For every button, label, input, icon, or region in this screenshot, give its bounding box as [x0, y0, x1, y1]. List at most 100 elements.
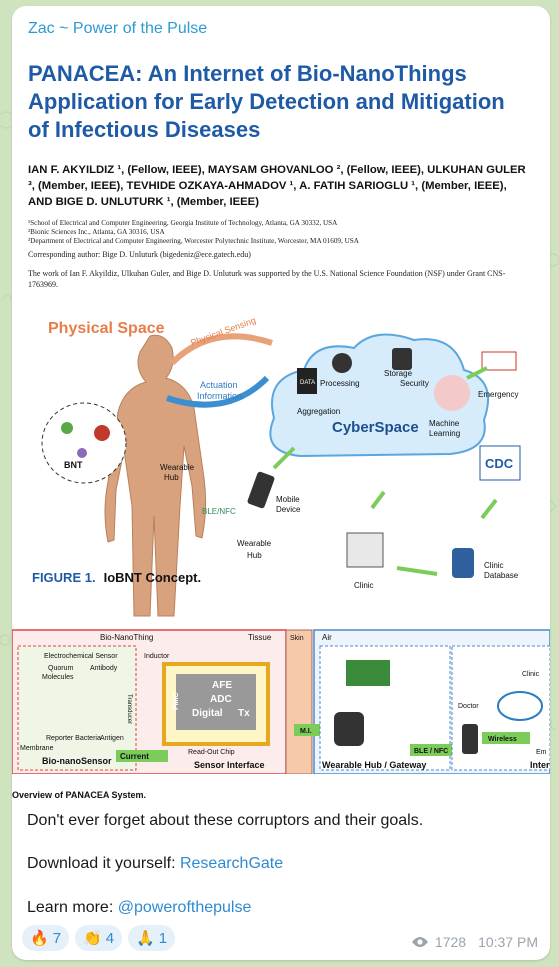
svg-text:Digital: Digital — [192, 708, 223, 719]
reactions-bar: 🔥 7 👏 4 🙏 1 — [22, 925, 176, 951]
view-count: 1728 — [434, 934, 467, 950]
clinic-icon — [346, 532, 384, 568]
paper-authors: IAN F. AKYILDIZ ¹, (Fellow, IEEE), MAYSA… — [28, 164, 526, 208]
svg-text:ADC: ADC — [210, 694, 232, 705]
svg-text:Database: Database — [484, 571, 519, 580]
svg-text:Bio-NanoThing: Bio-NanoThing — [100, 633, 153, 642]
svg-text:Current: Current — [120, 752, 149, 761]
reaction-clap[interactable]: 👏 4 — [75, 925, 123, 951]
processing-gears-icon — [332, 353, 352, 373]
reaction-count: 4 — [105, 929, 115, 947]
cdc-logo — [479, 445, 521, 481]
svg-text:Hub: Hub — [164, 473, 179, 482]
svg-text:Storage: Storage — [384, 369, 413, 378]
svg-text:Tx: Tx — [238, 708, 250, 719]
sensor-board-icon — [346, 660, 390, 686]
corresponding-author: Corresponding author: Bige D. Unluturk (… — [28, 250, 251, 259]
svg-text:Processing: Processing — [320, 379, 360, 388]
svg-text:Quorum: Quorum — [48, 665, 73, 672]
svg-text:BLE/NFC: BLE/NFC — [202, 507, 236, 516]
message-bubble[interactable]: Zac ~ Power of the Pulse PANACEA: An Int… — [12, 6, 550, 960]
svg-text:Skin: Skin — [290, 635, 304, 642]
cyber-space-cloud — [269, 333, 489, 458]
svg-text:Inter: Inter — [530, 760, 550, 770]
cloud-icon — [497, 691, 543, 721]
researchgate-link[interactable]: ResearchGate — [179, 855, 284, 872]
svg-text:Electrochemical Sensor: Electrochemical Sensor — [44, 653, 118, 660]
affiliation-2: ²Bionic Sciences Inc., Atlanta, GA 30316… — [28, 228, 165, 236]
svg-text:CyberSpace: CyberSpace — [332, 419, 419, 436]
figure1-caption: FIGURE 1.IoBNT Concept. — [32, 570, 202, 585]
svg-text:PMIC: PMIC — [173, 693, 180, 711]
svg-text:Sensor Interface: Sensor Interface — [194, 760, 265, 770]
svg-text:Molecules: Molecules — [42, 674, 74, 681]
svg-text:AFE: AFE — [212, 680, 232, 691]
affiliation-1: ¹School of Electrical and Computer Engin… — [28, 219, 338, 227]
svg-text:Device: Device — [276, 505, 301, 514]
affiliation-3: ³Department of Electrical and Computer E… — [28, 237, 359, 245]
svg-text:Mobile: Mobile — [276, 495, 300, 504]
svg-text:Aggregation: Aggregation — [297, 407, 340, 416]
bnt-zoom-circle — [41, 402, 127, 484]
message-text-line-1: Don't ever forget about these corruptors… — [27, 812, 424, 829]
physical-sensing-arrow — [169, 333, 273, 366]
svg-text:Antigen: Antigen — [100, 735, 124, 742]
svg-text:Hub: Hub — [247, 551, 262, 560]
fire-emoji-icon: 🔥 — [30, 930, 49, 947]
svg-text:Machine: Machine — [429, 419, 460, 428]
post-image[interactable]: PANACEA: An Internet of Bio-NanoThings A… — [12, 46, 550, 806]
storage-icon — [392, 348, 412, 370]
message-time: 10:37 PM — [478, 934, 538, 950]
svg-text:Wearable: Wearable — [237, 539, 272, 548]
figure-iobnt-concept: Physical Space Physical Sensing Actuatio… — [41, 315, 521, 617]
svg-text:Clinic: Clinic — [484, 561, 504, 570]
wearable-watch-icon — [334, 712, 364, 746]
svg-text:Learning: Learning — [429, 429, 460, 438]
machine-learning-icon — [434, 375, 470, 411]
svg-text:Security: Security — [400, 379, 429, 388]
svg-text:DATA: DATA — [300, 380, 315, 386]
message-text-line-3: Learn more: @powerofthepulse — [27, 899, 252, 916]
ambulance-icon — [481, 351, 517, 371]
clap-emoji-icon: 👏 — [83, 930, 102, 947]
svg-text:Information: Information — [197, 391, 242, 401]
svg-text:Clinic: Clinic — [354, 581, 374, 590]
svg-text:Air: Air — [322, 633, 332, 642]
svg-text:Transducer: Transducer — [126, 694, 132, 724]
svg-text:Tissue: Tissue — [248, 633, 272, 642]
message-text-line-2: Download it yourself: ResearchGate — [27, 855, 284, 872]
figure2-caption: Overview of PANACEA System. — [12, 790, 147, 800]
svg-text:Wearable: Wearable — [160, 463, 195, 472]
figure-panacea-overview: Bio-NanoThing Tissue Skin Air Electroche… — [12, 629, 550, 774]
svg-text:Membrane: Membrane — [20, 745, 54, 752]
funding-note: The work of Ian F. Akyildiz, Ulkuhan Gul… — [28, 269, 506, 289]
pray-emoji-icon: 🙏 — [136, 930, 155, 947]
reaction-fire[interactable]: 🔥 7 — [22, 925, 70, 951]
svg-text:Bio-nanoSensor: Bio-nanoSensor — [42, 756, 112, 766]
svg-text:Em: Em — [536, 749, 547, 756]
reaction-pray[interactable]: 🙏 1 — [128, 925, 176, 951]
actuation-arrow — [166, 375, 270, 408]
author-name[interactable]: Zac ~ Power of the Pulse — [28, 20, 208, 37]
svg-text:Wearable Hub / Gateway: Wearable Hub / Gateway — [322, 760, 426, 770]
views-eye-icon — [411, 937, 428, 947]
svg-text:Read-Out Chip: Read-Out Chip — [188, 749, 235, 756]
paper-title: PANACEA: An Internet of Bio-NanoThings A… — [28, 61, 505, 142]
svg-text:CDC: CDC — [485, 456, 514, 471]
svg-text:Actuation: Actuation — [200, 380, 238, 390]
svg-text:Doctor: Doctor — [458, 703, 479, 710]
svg-text:BNT: BNT — [64, 460, 83, 470]
svg-text:BLE / NFC: BLE / NFC — [414, 748, 448, 755]
svg-text:Clinic: Clinic — [522, 671, 540, 678]
svg-text:Wireless: Wireless — [488, 736, 517, 743]
phone-icon — [462, 724, 478, 754]
svg-text:Antibody: Antibody — [90, 665, 118, 672]
database-icon — [452, 548, 474, 578]
reaction-count: 1 — [158, 929, 168, 947]
channel-mention-link[interactable]: @powerofthepulse — [117, 899, 252, 916]
physical-space-label: Physical Space — [48, 320, 165, 337]
message-meta: 1728 10:37 PM — [411, 934, 538, 950]
mobile-device-icon — [247, 471, 275, 509]
svg-text:M.I.: M.I. — [300, 728, 312, 735]
svg-text:Physical Sensing: Physical Sensing — [189, 315, 257, 348]
